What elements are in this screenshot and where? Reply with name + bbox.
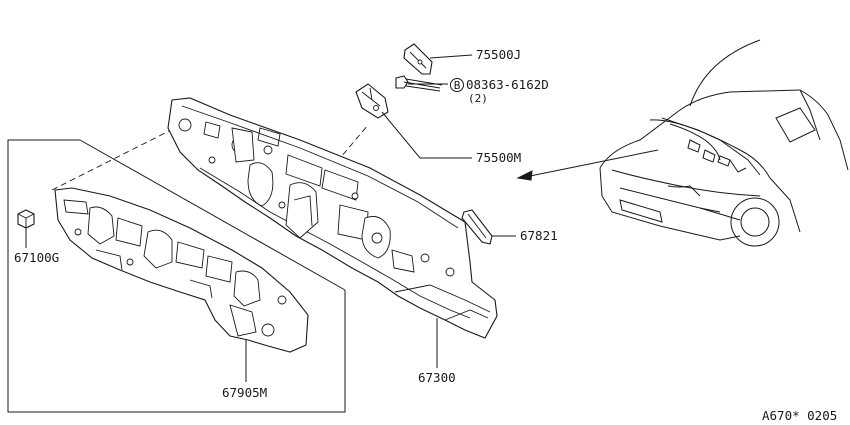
label-67821: 67821 [520,228,558,243]
label-67905m: 67905M [222,385,267,400]
reference-code: A670* 0205 [762,408,837,423]
label-67100g: 67100G [14,250,59,265]
direction-arrow [516,149,659,181]
label-67300: 67300 [418,370,456,385]
bolt-type-circle [450,78,464,92]
bracket-75500m [355,83,389,119]
inset-frame-diagonal [79,139,346,291]
bracket-75500j [403,43,433,75]
insulator-67905m [54,187,309,353]
label-08363-qty: (2) [468,92,488,105]
label-75500j: 75500J [476,47,521,62]
dash-guide-upper [51,127,176,191]
clip-67100g [17,209,35,229]
label-08363: 08363-6162D [466,77,549,92]
label-75500m: 75500M [476,150,521,165]
car-illustration [599,39,849,247]
dash-panel-67300 [167,97,498,339]
inset-frame [7,139,346,413]
bolt-type-letter: B [454,79,461,92]
leader-75500j [429,54,473,59]
bracket-67821 [461,209,493,245]
leader-75500m [381,111,472,159]
